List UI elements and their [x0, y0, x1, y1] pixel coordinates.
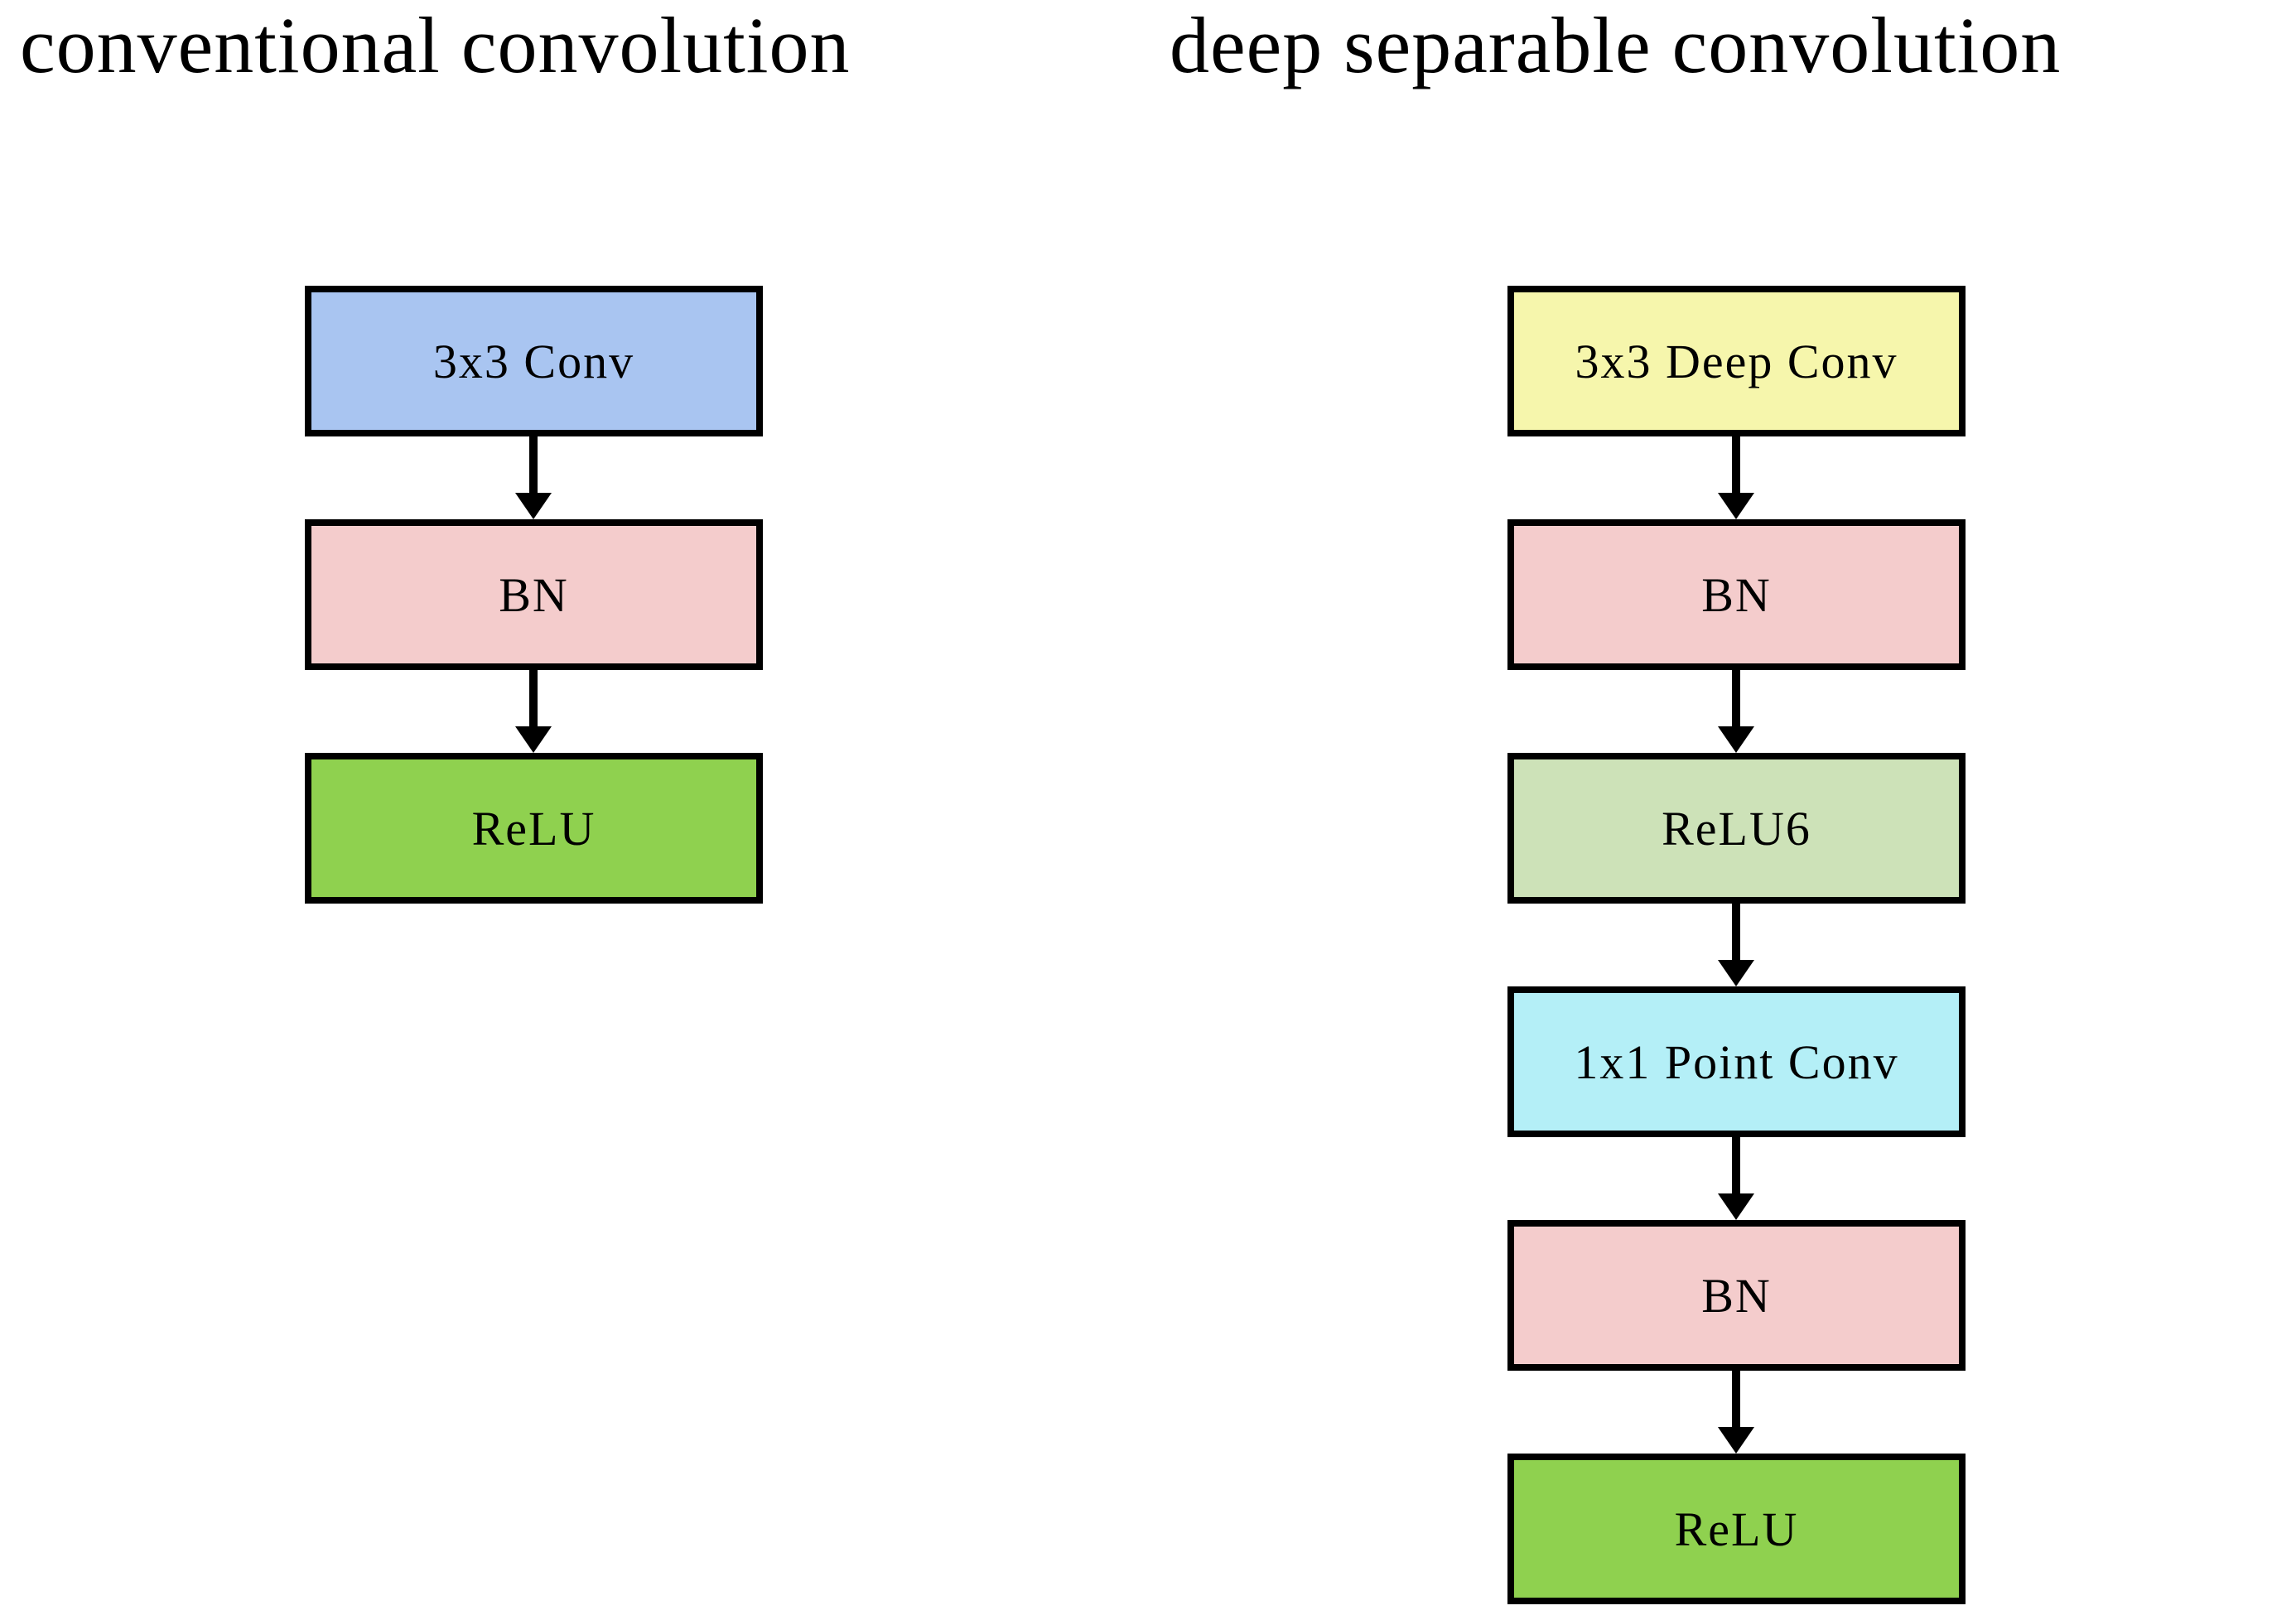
- arrow-head-icon: [1718, 493, 1754, 519]
- block-bn-left-label: BN: [499, 567, 569, 622]
- block-3x3-deep-conv-label: 3x3 Deep Conv: [1575, 334, 1898, 388]
- down-arrow: [515, 436, 552, 519]
- down-arrow: [1718, 1137, 1754, 1220]
- arrow-stem: [1732, 436, 1740, 498]
- title-deep-separable-convolution: deep separable convolution: [1170, 1, 2062, 89]
- arrow-stem: [529, 670, 538, 731]
- arrow-head-icon: [1718, 960, 1754, 986]
- block-bn-right-2: BN: [1507, 1220, 1966, 1371]
- block-bn-left: BN: [305, 519, 763, 670]
- block-bn-right-2-label: BN: [1701, 1268, 1772, 1323]
- down-arrow: [515, 670, 552, 753]
- down-arrow: [1718, 670, 1754, 753]
- arrow-stem: [1732, 670, 1740, 731]
- down-arrow: [1718, 436, 1754, 519]
- arrow-head-icon: [515, 493, 552, 519]
- block-3x3-deep-conv: 3x3 Deep Conv: [1507, 286, 1966, 436]
- block-bn-right-1-label: BN: [1701, 567, 1772, 622]
- block-1x1-point-conv: 1x1 Point Conv: [1507, 986, 1966, 1137]
- down-arrow: [1718, 1371, 1754, 1454]
- block-3x3-conv-label: 3x3 Conv: [432, 334, 635, 388]
- block-relu6-label: ReLU6: [1662, 801, 1811, 856]
- arrow-head-icon: [1718, 726, 1754, 753]
- arrow-head-icon: [515, 726, 552, 753]
- block-relu-left: ReLU: [305, 753, 763, 904]
- block-relu6: ReLU6: [1507, 753, 1966, 904]
- arrow-stem: [1732, 1371, 1740, 1432]
- down-arrow: [1718, 904, 1754, 986]
- title-conventional-convolution: conventional convolution: [20, 1, 851, 89]
- arrow-stem: [1732, 1137, 1740, 1198]
- block-relu-left-label: ReLU: [471, 801, 596, 856]
- block-relu-right: ReLU: [1507, 1454, 1966, 1604]
- block-relu-right-label: ReLU: [1674, 1502, 1799, 1556]
- block-3x3-conv: 3x3 Conv: [305, 286, 763, 436]
- arrow-head-icon: [1718, 1193, 1754, 1220]
- block-1x1-point-conv-label: 1x1 Point Conv: [1574, 1034, 1899, 1089]
- arrow-stem: [529, 436, 538, 498]
- block-bn-right-1: BN: [1507, 519, 1966, 670]
- arrow-stem: [1732, 904, 1740, 965]
- arrow-head-icon: [1718, 1427, 1754, 1454]
